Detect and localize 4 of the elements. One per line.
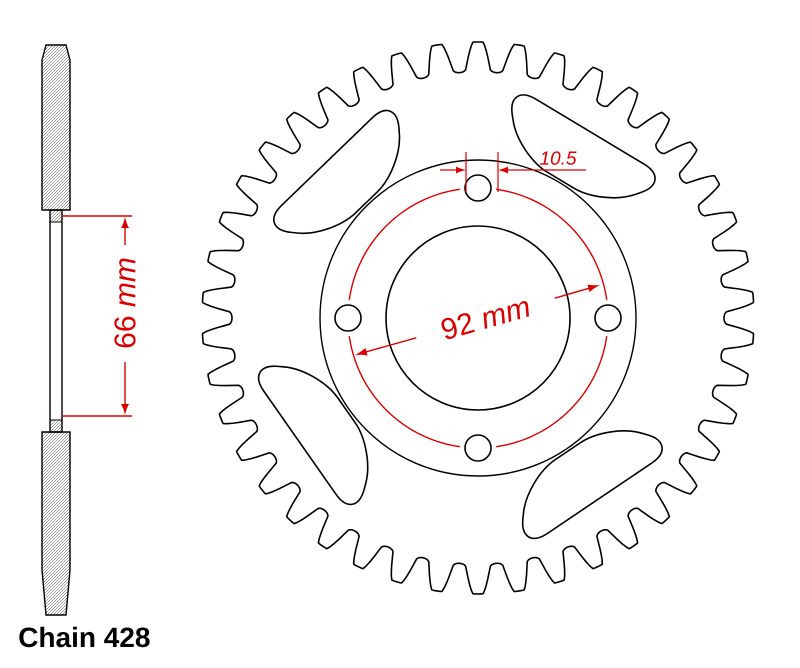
dimension-label: 66 mm [114,258,136,348]
chain-label: Chain 428 [19,626,150,648]
dimension-label: 10.5 [540,151,577,165]
dimension-label: 92 mm [441,301,529,339]
